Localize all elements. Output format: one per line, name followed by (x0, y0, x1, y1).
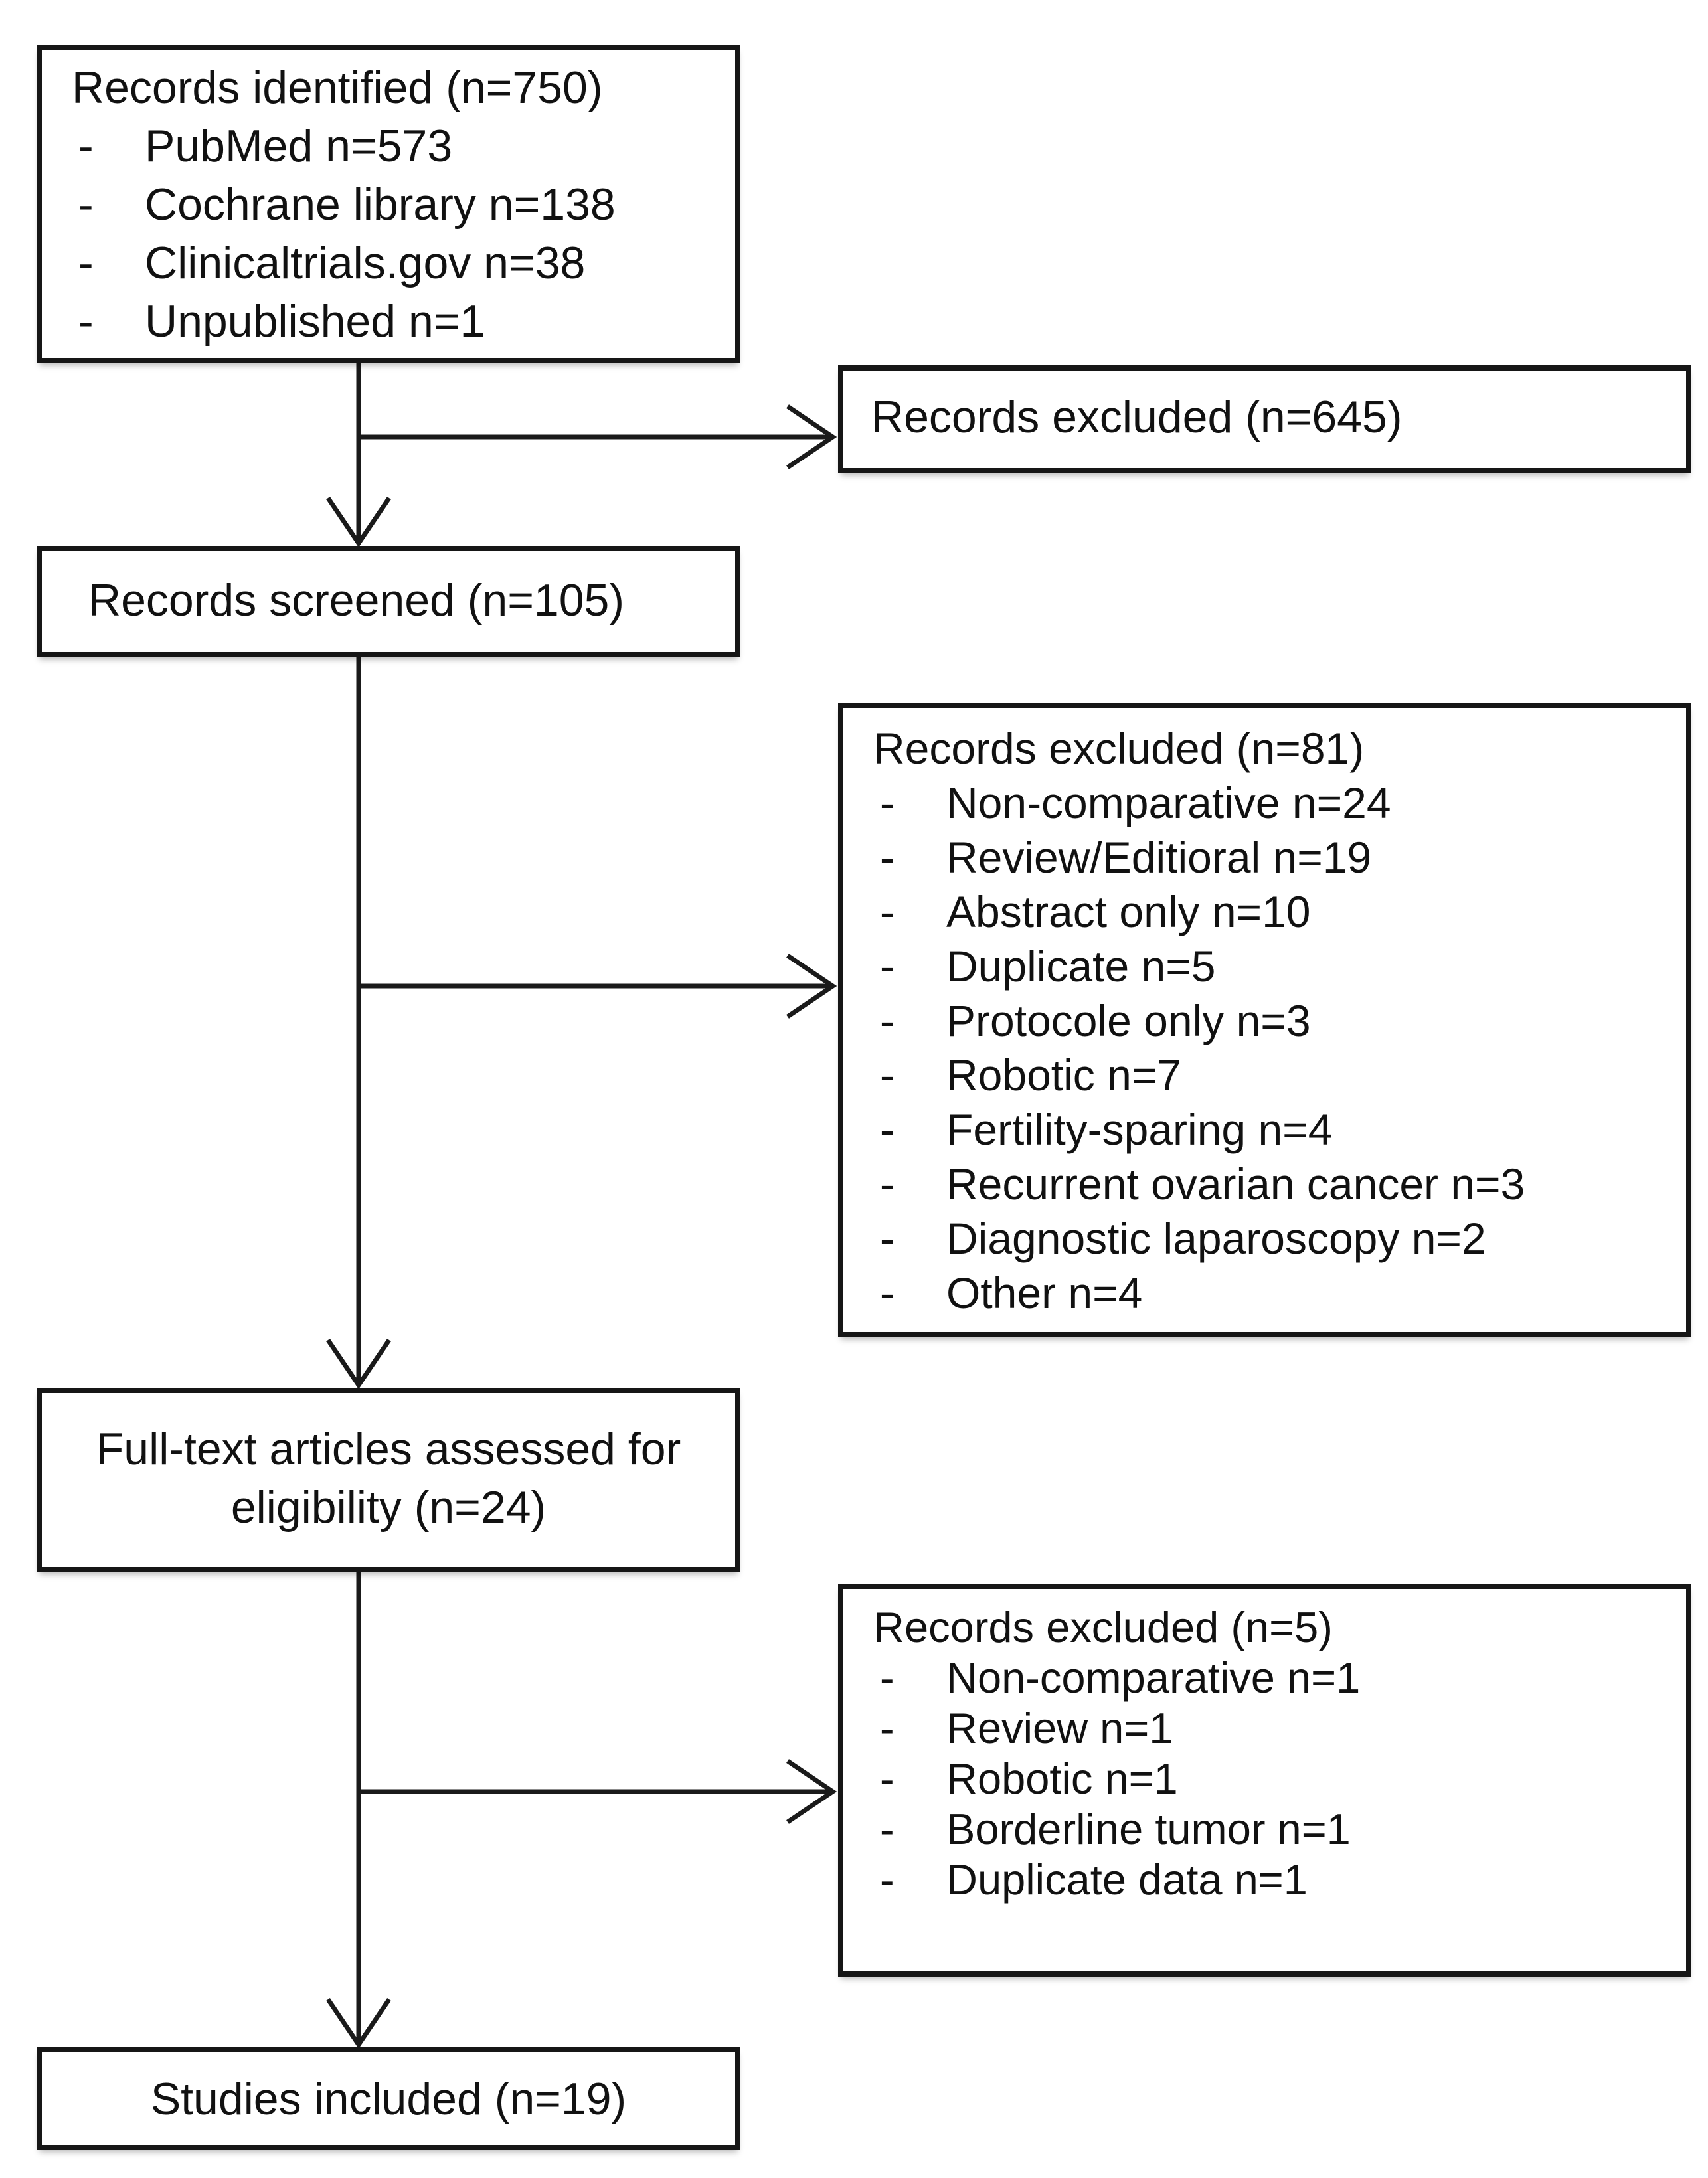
bullet-dash: - (880, 1159, 895, 1209)
list-item: - Robotic n=1 (873, 1754, 1679, 1804)
list-item-text: Borderline tumor n=1 (946, 1805, 1351, 1853)
list-item: - Duplicate data n=1 (873, 1855, 1679, 1905)
list-item: - Recurrent ovarian cancer n=3 (873, 1157, 1679, 1211)
box-title: Records excluded (n=645) (871, 392, 1403, 442)
bullet-dash: - (78, 179, 94, 230)
bullet-dash: - (880, 1805, 895, 1853)
bullet-dash: - (880, 996, 895, 1045)
records-excluded-81-list: - Non-comparative n=24 - Review/Editiora… (873, 776, 1679, 1320)
arrow-screened-to-fulltext (326, 657, 391, 1390)
arrow-identified-to-screened (326, 363, 391, 548)
bullet-dash: - (880, 1754, 895, 1803)
bullet-dash: - (880, 833, 895, 882)
bullet-dash: - (880, 1105, 895, 1154)
bullet-dash: - (78, 296, 94, 347)
list-item: - Unpublished n=1 (72, 292, 728, 351)
list-item: - Review/Editioral n=19 (873, 830, 1679, 884)
arrow-fulltext-to-included (326, 1572, 391, 2049)
list-item-text: Diagnostic laparoscopy n=2 (946, 1214, 1486, 1263)
bullet-dash: - (880, 1050, 895, 1100)
list-item: - Borderline tumor n=1 (873, 1804, 1679, 1855)
list-item-text: Other n=4 (946, 1268, 1143, 1317)
list-item: - Non-comparative n=1 (873, 1653, 1679, 1703)
box-title: Records screened (n=105) (88, 575, 625, 626)
bullet-dash: - (78, 238, 94, 288)
list-item: - Other n=4 (873, 1266, 1679, 1320)
box-title-line1: Full-text articles assessed for (96, 1424, 681, 1474)
list-item-text: Fertility-sparing n=4 (946, 1105, 1333, 1154)
box-records-excluded-third: Records excluded (n=5) - Non-comparative… (838, 1584, 1691, 1977)
bullet-dash: - (78, 121, 94, 171)
list-item-text: Clinicaltrials.gov n=38 (145, 238, 586, 288)
box-title: Records identified (n=750) (72, 62, 603, 113)
list-item-text: Duplicate data n=1 (946, 1855, 1308, 1904)
bullet-dash: - (880, 1704, 895, 1752)
bullet-dash: - (880, 778, 895, 827)
list-item: - Fertility-sparing n=4 (873, 1102, 1679, 1157)
list-item-text: Non-comparative n=1 (946, 1653, 1361, 1702)
bullet-dash: - (880, 1214, 895, 1263)
list-item: - Protocole only n=3 (873, 993, 1679, 1048)
list-item: - Non-comparative n=24 (873, 776, 1679, 830)
box-records-excluded-first: Records excluded (n=645) (838, 365, 1691, 473)
arrow-to-excluded-645 (359, 404, 837, 469)
list-item: - Cochrane library n=138 (72, 175, 728, 234)
box-fulltext-assessed: Full-text articles assessed for eligibil… (37, 1388, 740, 1572)
list-item-text: Abstract only n=10 (946, 887, 1311, 936)
list-item: - Review n=1 (873, 1703, 1679, 1754)
records-identified-list: - PubMed n=573 - Cochrane library n=138 … (72, 117, 728, 351)
list-item-text: Non-comparative n=24 (946, 778, 1391, 827)
list-item-text: Recurrent ovarian cancer n=3 (946, 1159, 1525, 1209)
box-title: Studies included (n=19) (150, 2073, 627, 2124)
box-records-screened: Records screened (n=105) (37, 546, 740, 657)
bullet-dash: - (880, 887, 895, 936)
list-item: - Abstract only n=10 (873, 884, 1679, 939)
box-records-excluded-second: Records excluded (n=81) - Non-comparativ… (838, 703, 1691, 1337)
list-item-text: Unpublished n=1 (145, 296, 485, 347)
bullet-dash: - (880, 1855, 895, 1904)
arrow-to-excluded-5 (359, 1759, 837, 1824)
box-title-line2: eligibility (n=24) (230, 1482, 547, 1533)
bullet-dash: - (880, 1653, 895, 1702)
bullet-dash: - (880, 942, 895, 991)
list-item-text: Protocole only n=3 (946, 996, 1311, 1045)
list-item: - Duplicate n=5 (873, 939, 1679, 993)
list-item: - Diagnostic laparoscopy n=2 (873, 1211, 1679, 1266)
list-item: - PubMed n=573 (72, 117, 728, 175)
list-item-text: Duplicate n=5 (946, 942, 1216, 991)
box-title: Records excluded (n=81) (873, 724, 1365, 773)
box-studies-included: Studies included (n=19) (37, 2047, 740, 2150)
arrow-to-excluded-81 (359, 954, 837, 1019)
list-item: - Clinicaltrials.gov n=38 (72, 234, 728, 292)
box-title: Records excluded (n=5) (873, 1603, 1333, 1651)
list-item-text: Robotic n=1 (946, 1754, 1178, 1803)
list-item-text: Cochrane library n=138 (145, 179, 616, 230)
list-item-text: Review/Editioral n=19 (946, 833, 1372, 882)
list-item: - Robotic n=7 (873, 1048, 1679, 1102)
bullet-dash: - (880, 1268, 895, 1317)
list-item-text: PubMed n=573 (145, 121, 453, 171)
records-excluded-5-list: - Non-comparative n=1 - Review n=1 - Rob… (873, 1653, 1679, 1905)
list-item-text: Robotic n=7 (946, 1050, 1182, 1100)
list-item-text: Review n=1 (946, 1704, 1173, 1752)
box-records-identified: Records identified (n=750) - PubMed n=57… (37, 45, 740, 363)
